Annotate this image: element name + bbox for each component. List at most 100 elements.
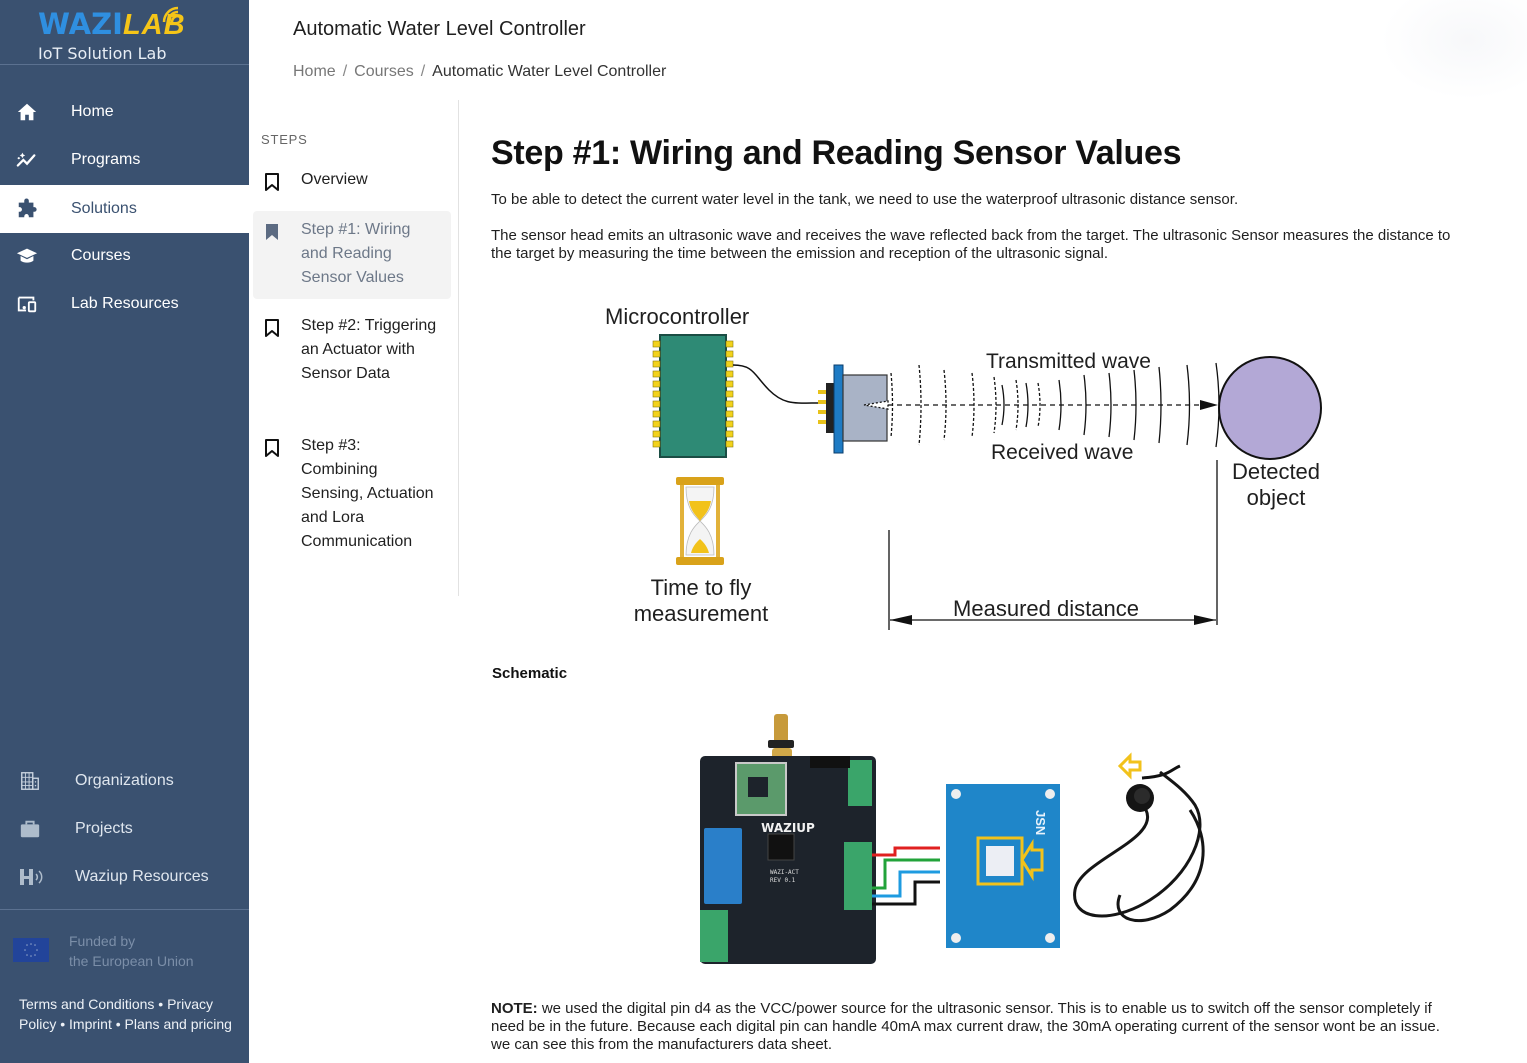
label-received-wave: Received wave bbox=[991, 441, 1133, 464]
hourglass-icon bbox=[676, 477, 724, 565]
privacy-link[interactable]: Privacy Policy bbox=[19, 996, 213, 1032]
footer-separator: • bbox=[115, 1016, 121, 1032]
breadcrumb-current: Automatic Water Level Controller bbox=[432, 63, 667, 80]
board-rev-label: REV 0.1 bbox=[770, 877, 796, 884]
home-icon bbox=[17, 103, 37, 121]
wave-arrow-head bbox=[1200, 400, 1218, 410]
step-label: Step #1: Wiring and Reading Sensor Value… bbox=[301, 221, 411, 286]
label-microcontroller: Microcontroller bbox=[605, 304, 749, 329]
breadcrumb-separator: / bbox=[420, 63, 426, 80]
waterproof-probe bbox=[1073, 752, 1205, 923]
nav-item-organizations[interactable]: Organizations bbox=[0, 757, 249, 805]
signal-icon bbox=[162, 6, 179, 23]
step-1[interactable]: Step #1: Wiring and Reading Sensor Value… bbox=[253, 211, 451, 299]
label-transmitted-wave: Transmitted wave bbox=[986, 350, 1151, 373]
funding-text: Funded by the European Union bbox=[69, 931, 194, 971]
step-heading: Step #1: Wiring and Reading Sensor Value… bbox=[491, 134, 1182, 172]
label-object: object bbox=[1247, 485, 1306, 510]
nav-item-projects[interactable]: Projects bbox=[0, 805, 249, 853]
nav-label: Lab Resources bbox=[71, 295, 179, 312]
board-brand-label: WAZIUP bbox=[761, 821, 815, 835]
ultrasonic-transducer bbox=[818, 364, 888, 454]
step-3[interactable]: Step #3: Combining Sensing, Actuation an… bbox=[253, 434, 451, 578]
sensor-paragraph: The sensor head emits an ultrasonic wave… bbox=[491, 227, 1451, 262]
sidebar: WAZILAB IoT Solution Lab Home Programs S… bbox=[0, 0, 249, 1063]
step-label: Step #2: Triggering an Actuator with Sen… bbox=[301, 317, 437, 382]
nav-item-courses[interactable]: Courses bbox=[0, 232, 249, 280]
logo-wordmark: WAZILAB bbox=[38, 8, 186, 41]
steps-heading: STEPS bbox=[261, 132, 308, 147]
nav-label: Courses bbox=[71, 247, 131, 264]
nav-label: Waziup Resources bbox=[75, 868, 209, 885]
nav-item-solutions[interactable]: Solutions bbox=[0, 185, 249, 233]
breadcrumb-home[interactable]: Home bbox=[293, 63, 336, 80]
detected-object-circle bbox=[1218, 356, 1322, 460]
chart-line-icon bbox=[16, 152, 36, 167]
nav-label: Organizations bbox=[75, 772, 174, 789]
distance-arrow-right bbox=[1194, 615, 1216, 625]
breadcrumb: Home / Courses / Automatic Water Level Contr… bbox=[293, 63, 666, 81]
sensor-wires bbox=[872, 846, 940, 906]
label-measured-distance: Measured distance bbox=[953, 596, 1139, 621]
note-label: NOTE: bbox=[491, 1000, 538, 1017]
nav-label: Home bbox=[71, 103, 114, 120]
footer-separator: • bbox=[60, 1016, 66, 1032]
nav-item-lab-resources[interactable]: Lab Resources bbox=[0, 280, 249, 328]
label-time-to-fly: Time to fly bbox=[651, 575, 752, 600]
nav-item-programs[interactable]: Programs bbox=[0, 136, 249, 184]
bookmark-outline-icon bbox=[265, 173, 279, 191]
wave-fronts bbox=[863, 362, 1220, 448]
breadcrumb-courses[interactable]: Courses bbox=[354, 63, 414, 80]
sidebar-divider bbox=[0, 909, 249, 910]
funding-line-2: the European Union bbox=[69, 953, 194, 969]
label-detected: Detected bbox=[1232, 459, 1320, 484]
nav-item-waziup-resources[interactable]: Waziup Resources bbox=[0, 853, 249, 901]
bookmark-outline-icon bbox=[265, 319, 279, 337]
distance-arrow-left bbox=[890, 615, 912, 625]
schematic-image: WAZIUP WAZI-ACT REV 0.1 JSN bbox=[700, 714, 1205, 964]
step-label: Overview bbox=[301, 171, 368, 188]
logo-brand-wazi: WAZI bbox=[38, 7, 123, 41]
bookmark-outline-icon bbox=[265, 439, 279, 457]
waziup-icon bbox=[20, 869, 43, 885]
intro-paragraph: To be able to detect the current water l… bbox=[491, 191, 1239, 208]
nav-item-home[interactable]: Home bbox=[0, 88, 249, 136]
sensor-brand-label: JSN bbox=[1033, 810, 1048, 835]
terms-link[interactable]: Terms and Conditions bbox=[19, 996, 155, 1012]
label-measurement: measurement bbox=[634, 601, 769, 626]
step-2[interactable]: Step #2: Triggering an Actuator with Sen… bbox=[253, 314, 451, 410]
board-model-label: WAZI-ACT bbox=[770, 869, 799, 876]
note-text: we used the digital pin d4 as the VCC/po… bbox=[491, 1000, 1440, 1053]
logo[interactable]: WAZILAB IoT Solution Lab bbox=[0, 0, 249, 65]
logo-brand-lab: LAB bbox=[122, 9, 186, 41]
devices-icon bbox=[17, 296, 37, 313]
graduation-cap-icon bbox=[16, 248, 38, 263]
puzzle-icon bbox=[18, 198, 37, 218]
footer-links: Terms and Conditions • Privacy Policy • … bbox=[19, 994, 239, 1034]
eu-flag-icon bbox=[13, 938, 49, 962]
imprint-link[interactable]: Imprint bbox=[69, 1016, 112, 1032]
step-label: Step #3: Combining Sensing, Actuation an… bbox=[301, 437, 434, 550]
funding-line-1: Funded by bbox=[69, 933, 136, 949]
bookmark-filled-icon bbox=[266, 224, 278, 240]
pricing-link[interactable]: Plans and pricing bbox=[124, 1016, 232, 1032]
distance-dimension bbox=[888, 460, 1218, 630]
sensor-wire bbox=[732, 364, 821, 404]
building-icon bbox=[21, 772, 39, 790]
step-overview[interactable]: Overview bbox=[253, 168, 451, 196]
note-paragraph: NOTE: we used the digital pin d4 as the … bbox=[491, 1000, 1451, 1054]
footer-separator: • bbox=[158, 996, 164, 1012]
nav-label: Projects bbox=[75, 820, 133, 837]
steps-panel: STEPS Overview Step #1: Wiring and Readi… bbox=[253, 100, 459, 596]
nav-label: Solutions bbox=[71, 200, 137, 217]
waziup-board: WAZIUP WAZI-ACT REV 0.1 bbox=[700, 756, 876, 964]
briefcase-icon bbox=[20, 820, 40, 838]
schematic-label: Schematic bbox=[492, 665, 568, 682]
background-decoration bbox=[1380, 0, 1527, 100]
nav-label: Programs bbox=[71, 151, 141, 168]
breadcrumb-separator: / bbox=[342, 63, 348, 80]
jsn-sensor-board: JSN bbox=[946, 784, 1060, 948]
microcontroller-chip bbox=[652, 334, 734, 458]
ultrasonic-diagram: Microcontroller Transmitte bbox=[605, 304, 1322, 630]
logo-subtitle: IoT Solution Lab bbox=[38, 44, 167, 63]
